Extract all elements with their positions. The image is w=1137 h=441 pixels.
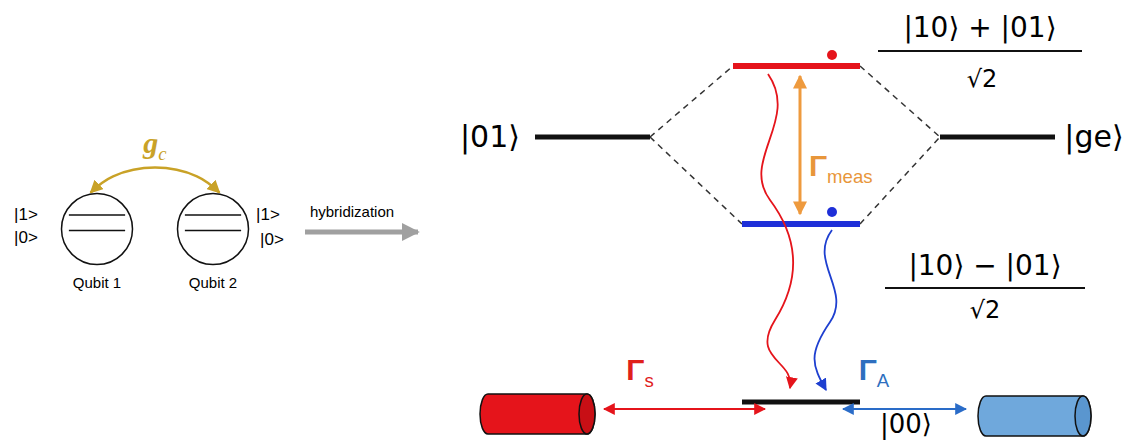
symmetric-level [733,63,860,69]
rate-label: Γs [626,353,653,391]
waveguide-cylinder [978,396,1091,436]
energy-level [940,135,1055,140]
energy-level [535,135,650,140]
level-line [69,214,125,216]
level-line [185,230,241,232]
coupling-arrow [604,408,765,410]
state-formula: |10⟩ − |01⟩ [908,250,1061,282]
normalization: √2 [967,66,998,94]
subscript: meas [827,166,872,187]
process-label: hybridization [310,203,394,220]
cylinder-face [579,394,595,434]
level-line [185,214,241,216]
dashed-line [650,66,733,137]
circle-outline [60,192,134,266]
text-part: Γ [859,353,877,386]
qubit-name: Qubit 1 [73,274,121,291]
cylinder-face [1075,396,1091,436]
waveguide-cylinder [480,394,595,434]
level-line [69,230,125,232]
coupling-connector [91,168,220,193]
qubit-name: Qubit 2 [189,274,237,291]
population-dot [827,50,837,60]
text-part: g [143,126,158,159]
state-label: |0> [260,230,284,250]
circle-outline [176,192,250,266]
subscript: s [644,370,653,391]
qubit-outline [62,194,133,265]
rate-label: Γmeas [809,149,873,187]
subscript: A [877,370,889,391]
measurement-arrow [799,76,802,214]
population-dot [827,207,837,217]
state-formula: |10⟩ + |01⟩ [903,12,1056,44]
coupling-label: gc [143,126,166,164]
dashed-line [650,137,742,224]
state-label: |1> [14,205,38,225]
ground-level [742,400,860,405]
state-label: |1> [256,205,280,225]
decay-arrow [815,230,837,390]
antisymmetric-level [742,221,860,227]
fraction-bar [878,50,1082,52]
text-part: Γ [809,149,827,182]
hybridization-arrow [305,230,418,235]
state-label: |01⟩ [460,120,520,155]
state-label: |ge⟩ [1064,120,1123,155]
decay-arrow [761,74,793,388]
qubit-circle: Qubit 1 [60,192,134,266]
state-label: |0> [14,228,38,248]
rate-label: ΓA [859,353,889,391]
fraction-bar [885,287,1085,289]
normalization: √2 [970,297,1001,325]
text-part: Γ [626,353,644,386]
dashed-line [860,66,940,137]
subscript: c [158,142,166,163]
qubit-outline [178,194,249,265]
state-label: |00⟩ [880,410,932,440]
qubit-circle: Qubit 2 [176,192,250,266]
